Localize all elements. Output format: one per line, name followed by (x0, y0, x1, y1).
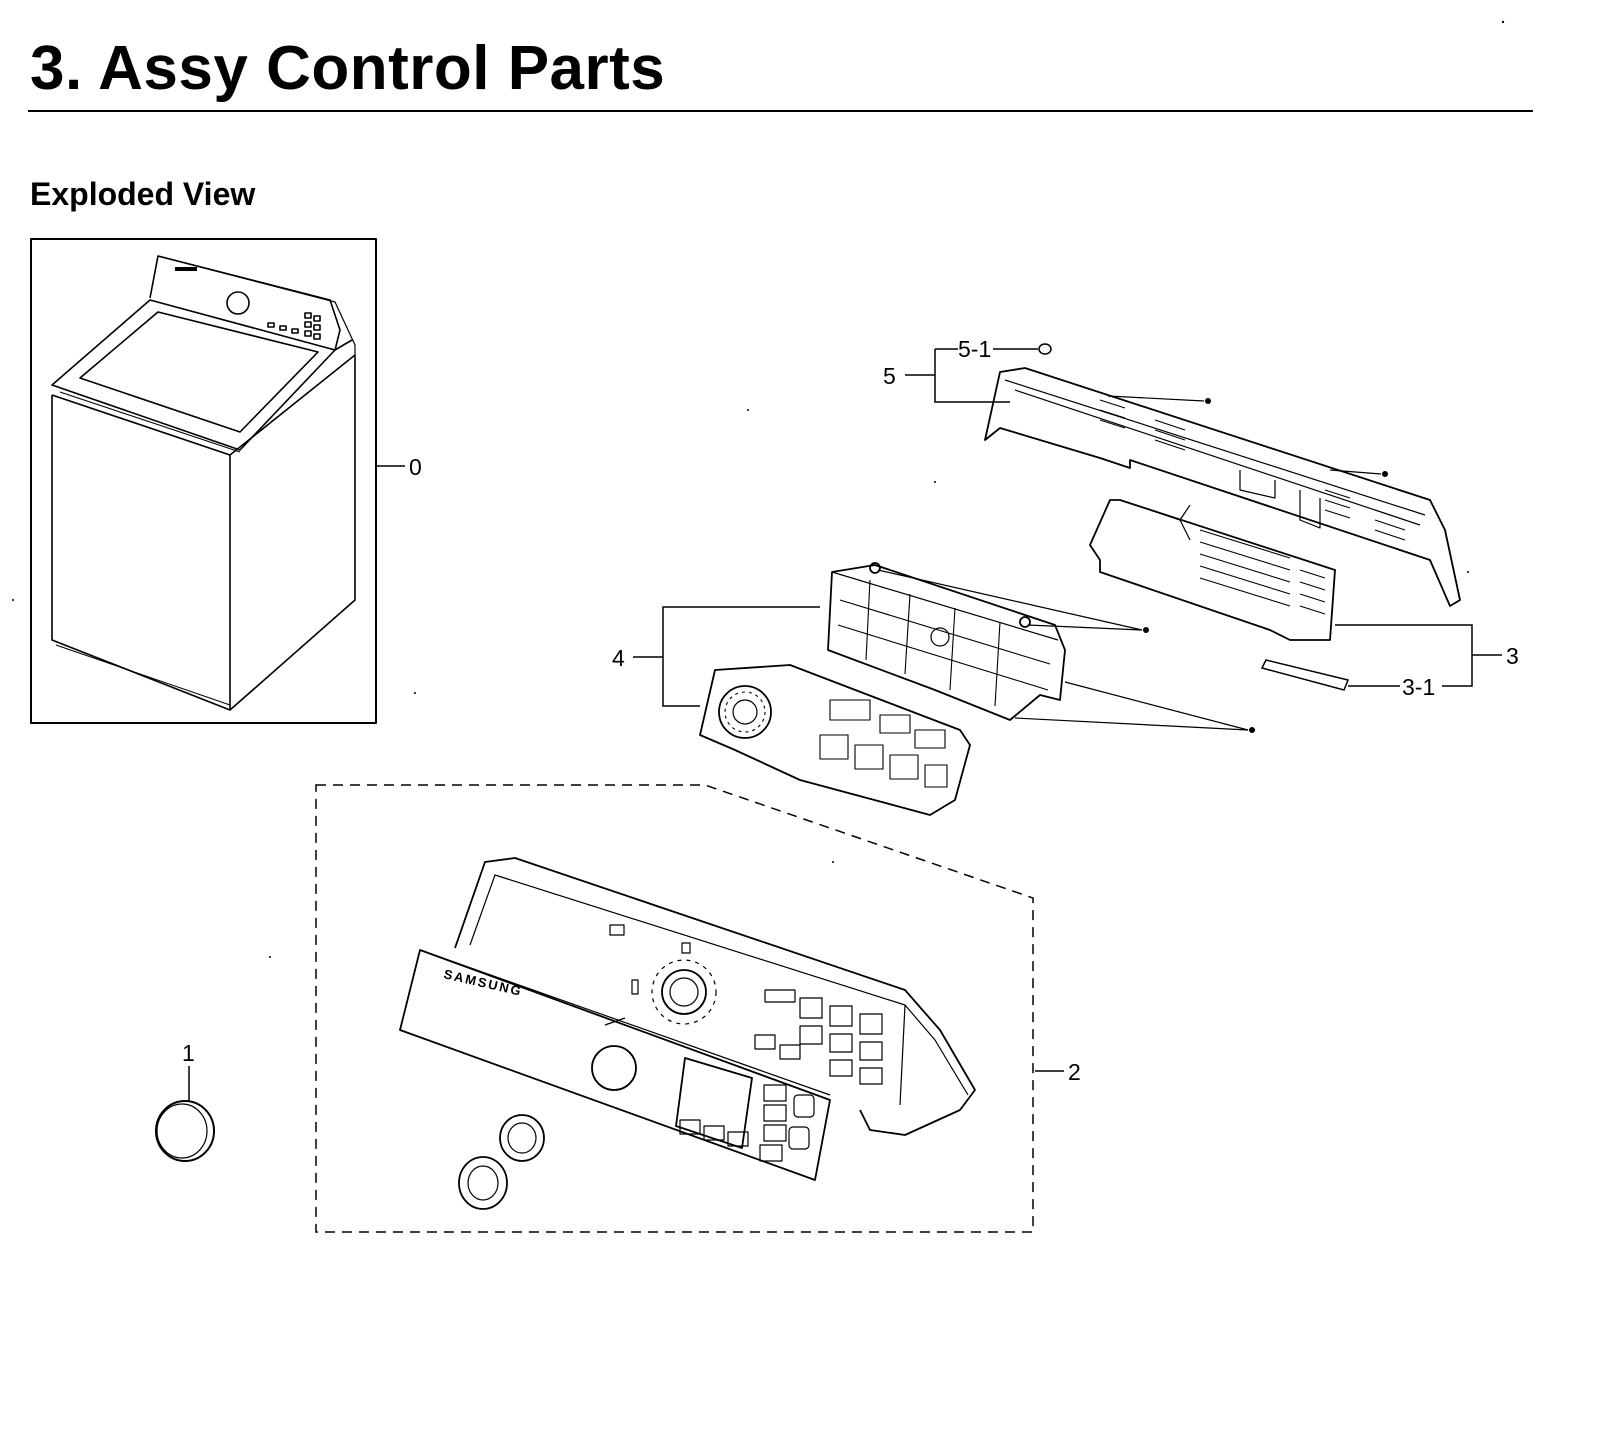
callout-5: 5 (883, 363, 896, 389)
part-2-control-panel (399, 857, 976, 1210)
section-subtitle: Exploded View (30, 176, 256, 212)
screw-icon (1143, 627, 1149, 633)
part-5-control-cover (984, 367, 1461, 607)
assembly-2-dashed-boundary (315, 784, 1034, 1233)
callout-1: 1 (182, 1040, 195, 1066)
part-1-knob (155, 1100, 215, 1162)
callout-2: 2 (1068, 1059, 1081, 1085)
washer-logo-mark (175, 267, 197, 271)
callout-5-1: 5-1 (958, 336, 991, 362)
screw-icon (1249, 727, 1255, 733)
part-4-pcb-board (699, 664, 971, 816)
part-3-pcb-housing (1089, 499, 1336, 641)
callout-3-1: 3-1 (1402, 674, 1435, 700)
title-divider (28, 110, 1533, 112)
screw-icon (1382, 471, 1388, 477)
callout-3: 3 (1506, 643, 1519, 669)
page-title: 3. Assy Control Parts (30, 34, 666, 103)
scan-specks (12, 20, 1505, 958)
part-5-1-cap (1038, 343, 1052, 355)
part-4-pcb-case (827, 562, 1066, 721)
part-3-1-strip (1260, 659, 1350, 691)
callout-0: 0 (409, 454, 422, 480)
washer-dial (226, 291, 250, 315)
callout-4: 4 (612, 645, 625, 671)
screw-icon (1205, 398, 1211, 404)
part-0-washer (30, 238, 377, 724)
panel-brand-logo: SAMSUNG (442, 966, 524, 999)
washer-frame (30, 238, 377, 724)
